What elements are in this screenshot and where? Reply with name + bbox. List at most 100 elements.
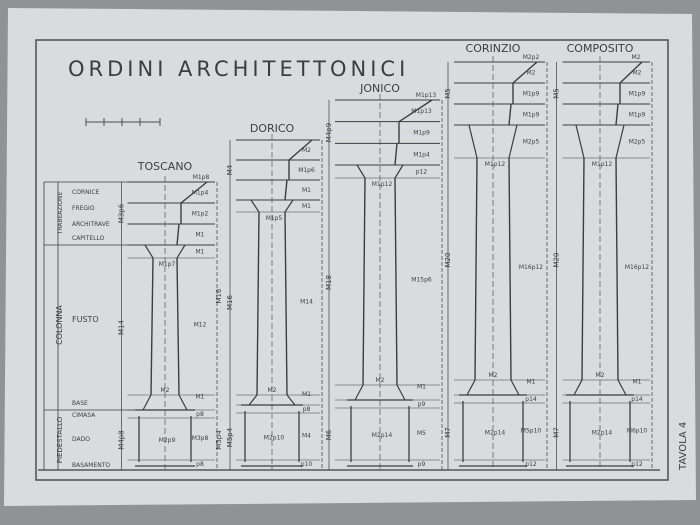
drawing-line xyxy=(180,181,208,204)
dimension-label: p14 xyxy=(631,396,643,403)
plate-number: TAVOLA 4 xyxy=(678,422,689,471)
dimension-label: p8 xyxy=(303,406,311,413)
dimension-label: M1 xyxy=(302,203,311,210)
drawing-line xyxy=(284,199,294,213)
dimension-label: M6p10 xyxy=(627,428,648,435)
dimension-label: p12 xyxy=(525,461,537,468)
drawing-line xyxy=(248,394,258,406)
dimension-label: p8 xyxy=(196,461,204,468)
dimension-label: M1p2 xyxy=(192,211,209,218)
dimension-label: M16p12 xyxy=(625,264,649,271)
dimension-label: M1 xyxy=(633,379,642,386)
drawing-line xyxy=(512,61,538,84)
dimension-label: M12 xyxy=(194,322,207,329)
dimension-label: M1 xyxy=(417,384,426,391)
dimension-label: M2 xyxy=(302,147,311,154)
drawing-line xyxy=(354,384,364,401)
die-label: M2p9 xyxy=(159,437,176,444)
dimension-label: M7 xyxy=(553,427,561,438)
part-label-dado: DADO xyxy=(72,436,90,443)
drawing-line xyxy=(575,124,585,159)
shaft-bottom-label: M2 xyxy=(596,372,605,379)
dimension-label: M6 xyxy=(325,429,333,440)
dimension-label: M5 xyxy=(417,430,426,437)
dimension-label: M1 xyxy=(196,232,205,239)
part-label-basamento: BASAMENTO xyxy=(72,462,110,469)
order-title: DORICO xyxy=(250,122,295,135)
dimension-label: M3p8 xyxy=(192,435,209,442)
drawing-line xyxy=(150,257,154,396)
die-label: M2p14 xyxy=(372,432,393,439)
dimension-label: p12 xyxy=(416,169,428,176)
scale-bar xyxy=(85,118,161,126)
drawing-line xyxy=(284,179,288,201)
dimension-label: p8 xyxy=(196,411,204,418)
drawing-line xyxy=(573,379,583,396)
dimension-label: M4p8 xyxy=(118,430,126,449)
drawing-line xyxy=(466,379,476,396)
dimension-label: M4p9 xyxy=(325,123,333,142)
dimension-label: M20 xyxy=(553,253,561,268)
dimension-label: M18 xyxy=(325,275,333,290)
part-label-fusto: FUSTO xyxy=(72,315,99,324)
dimension-label: M3p6 xyxy=(118,203,126,223)
dimension-label: M5p10 xyxy=(521,428,542,435)
dimension-label: M1 xyxy=(302,187,311,194)
dimension-label: M5p4 xyxy=(215,430,223,450)
drawing-line xyxy=(142,394,152,411)
shaft-bottom-label: M2 xyxy=(376,377,385,384)
order-toscano: TOSCANOM1p4M1p2M1M1M12M1p8M3p8p8M3p6M14M… xyxy=(118,160,223,470)
dimension-label: M5 xyxy=(444,88,452,99)
dimension-label: p12 xyxy=(631,461,643,468)
dimension-label: p9 xyxy=(418,461,426,468)
dimension-label: M4 xyxy=(302,433,311,440)
dimension-label: M1p6 xyxy=(298,167,315,174)
drawing-line xyxy=(508,157,512,381)
projection-label: M1p13 xyxy=(416,92,437,99)
group-label-trabeazione: TRABEAZIONE xyxy=(57,191,64,235)
drawing-line xyxy=(178,394,188,411)
part-label-cimasa: CIMASA xyxy=(72,412,96,419)
dimension-label: p9 xyxy=(418,401,426,408)
drawing-line xyxy=(394,143,398,166)
part-label-architrave: ARCHITRAVE xyxy=(72,221,110,228)
dimension-label: M1p4 xyxy=(413,151,430,158)
drawing-line xyxy=(615,103,619,126)
dimension-label: M1p9 xyxy=(629,112,646,119)
drawing-frame xyxy=(35,39,669,481)
drawing-line xyxy=(362,177,366,386)
drawing-line xyxy=(284,211,288,396)
projection-label: M1p8 xyxy=(193,174,210,181)
dimension-label: M1p4 xyxy=(192,190,209,197)
order-title: CORINZIO xyxy=(466,42,521,55)
drawing-title: ORDINI ARCHITETTONICI xyxy=(68,57,409,81)
shaft-bottom-label: M2 xyxy=(268,387,277,394)
dimension-label: M2p5 xyxy=(629,139,646,146)
drawing-line xyxy=(398,99,433,123)
group-label-piedestallo: PIEDESTALLO xyxy=(56,416,64,463)
dimension-label: M1 xyxy=(527,379,536,386)
orders-group: TOSCANOM1p4M1p2M1M1M12M1p8M3p8p8M3p6M14M… xyxy=(118,42,653,470)
shaft-top-label: M1p5 xyxy=(266,215,283,222)
drawing-line xyxy=(288,139,313,161)
drawing-line xyxy=(250,199,260,213)
dimension-label: M20 xyxy=(444,253,452,268)
dimension-label: M4 xyxy=(226,164,234,175)
drawing-line xyxy=(256,211,260,396)
shaft-top-label: M1p7 xyxy=(159,261,176,268)
shaft-top-label: M1p12 xyxy=(372,181,393,188)
drawing-line xyxy=(615,157,619,381)
dimension-label: M2 xyxy=(527,70,536,77)
dimension-label: M1p13 xyxy=(411,108,432,115)
dimension-label: M14 xyxy=(118,319,126,334)
order-composito: COMPOSITOM2M1p9M1p9M2p5M16p12M1p14M6p10p… xyxy=(553,42,653,470)
shaft-top-label: M1p12 xyxy=(485,161,506,168)
part-label-base: BASE xyxy=(72,400,88,407)
order-title: JONICO xyxy=(359,82,400,95)
die-label: M2p14 xyxy=(485,430,506,437)
order-title: TOSCANO xyxy=(137,160,193,173)
drawing-line xyxy=(617,379,627,396)
group-label-colonna: COLONNA xyxy=(55,305,64,345)
drawing-line xyxy=(176,244,186,259)
drawing-line xyxy=(581,157,585,381)
